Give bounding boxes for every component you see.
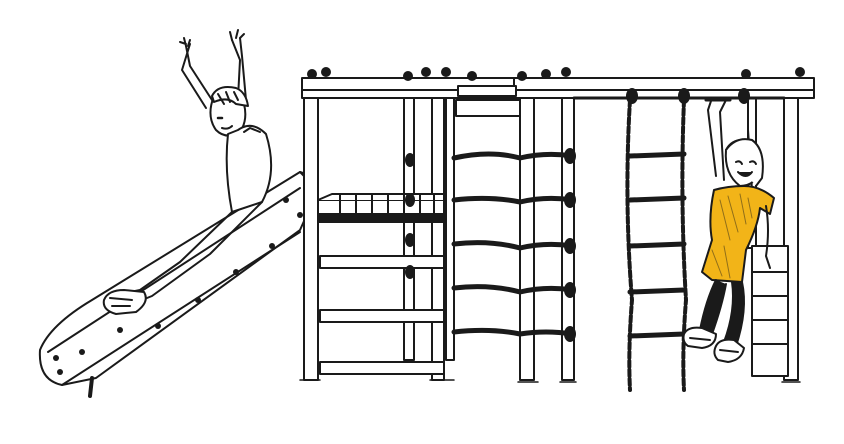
dress-texture <box>711 193 753 279</box>
boy-sliding <box>102 29 273 315</box>
platform <box>317 193 445 375</box>
rope-ladder-right <box>625 98 688 392</box>
ground-marks <box>299 379 801 383</box>
slide-rivets <box>53 197 303 375</box>
slide <box>38 171 319 398</box>
platform-slats <box>339 193 435 215</box>
climbing-rope-ladder <box>405 148 576 342</box>
girl-hanging <box>682 97 775 363</box>
rope-knots <box>405 148 576 342</box>
beam-bolts <box>307 67 805 81</box>
